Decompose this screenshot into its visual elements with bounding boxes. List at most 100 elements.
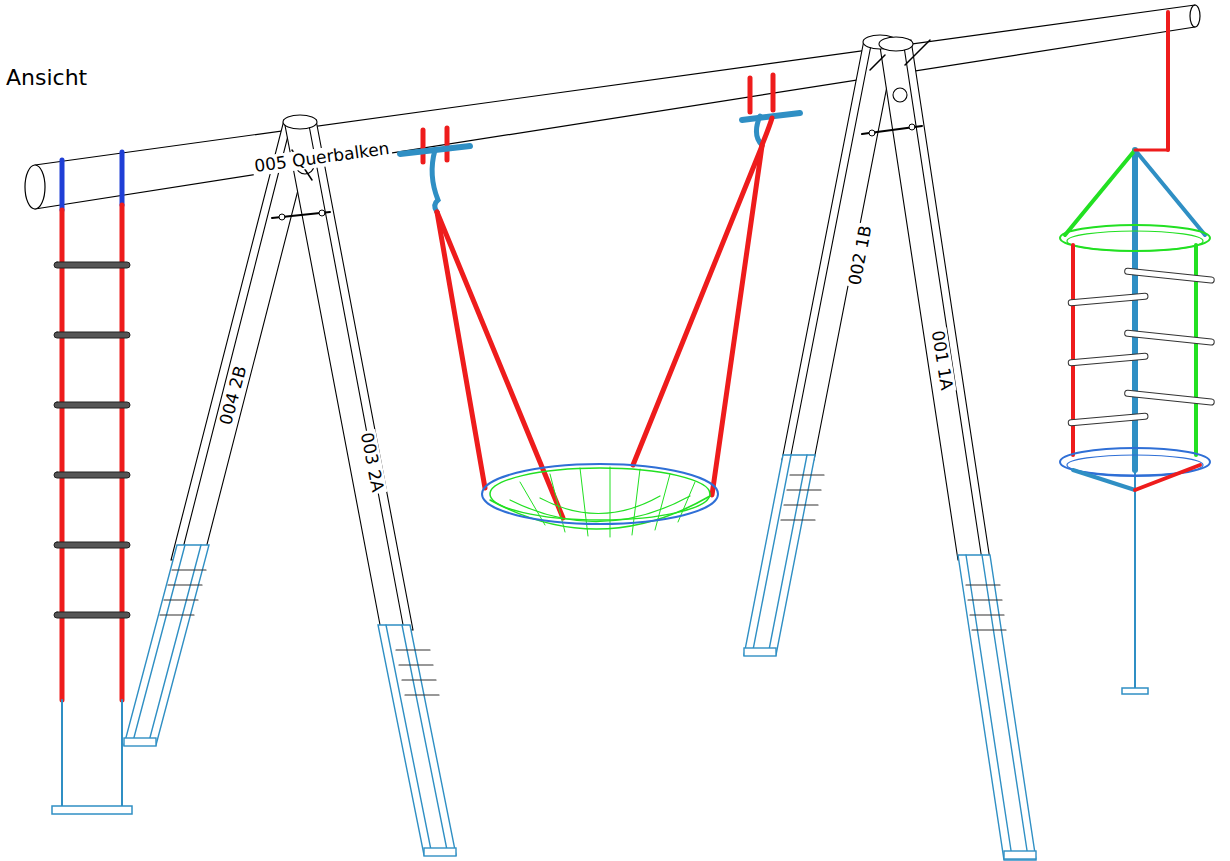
drawing-stroke bbox=[319, 210, 325, 216]
drawing-stroke bbox=[1135, 149, 1168, 152]
drawing-stroke bbox=[970, 614, 1004, 615]
drawing-stroke bbox=[870, 55, 885, 70]
drawing-stroke bbox=[405, 694, 439, 695]
drawing-stroke bbox=[972, 629, 1006, 630]
drawing-stroke bbox=[1124, 330, 1214, 345]
drawing-stroke bbox=[148, 545, 201, 745]
drawing-stroke bbox=[712, 146, 762, 495]
drawing-stroke bbox=[124, 545, 209, 745]
drawing-stroke bbox=[958, 555, 1036, 860]
drawing-stroke bbox=[787, 489, 821, 490]
drawing-stroke bbox=[869, 130, 875, 136]
drawing-stroke bbox=[1068, 293, 1148, 306]
drawing-stroke bbox=[968, 599, 1002, 600]
drawing-stroke bbox=[54, 402, 130, 408]
drawing-stroke bbox=[1190, 5, 1200, 27]
drawing-stroke bbox=[1065, 150, 1135, 235]
drawing-stroke bbox=[52, 806, 132, 814]
drawing-stroke bbox=[54, 612, 130, 618]
ground-anchors bbox=[124, 455, 1036, 860]
drawing-stroke bbox=[482, 464, 718, 524]
drawing-stroke bbox=[1166, 12, 1170, 150]
drawing-stroke bbox=[168, 584, 202, 585]
drawing-stroke bbox=[160, 614, 194, 615]
drawing-stroke bbox=[172, 569, 206, 570]
drawing-stroke bbox=[424, 848, 456, 856]
drawing-stroke bbox=[171, 120, 316, 560]
drawing-stroke bbox=[879, 37, 913, 51]
drawing-stroke bbox=[633, 146, 762, 465]
drawing-stroke bbox=[54, 262, 130, 268]
drawing-stroke bbox=[399, 664, 433, 665]
cross-beam bbox=[25, 5, 1200, 209]
drawing-stroke bbox=[580, 468, 588, 536]
drawing-stroke bbox=[308, 120, 404, 630]
drawing-stroke bbox=[60, 210, 65, 700]
drawing-stroke bbox=[120, 205, 125, 700]
drawing-stroke bbox=[1135, 150, 1205, 235]
drawing-stroke bbox=[909, 124, 915, 130]
drawing-stroke bbox=[771, 75, 776, 110]
bolts bbox=[272, 40, 930, 220]
drawing-stroke bbox=[632, 469, 640, 535]
drawing-stroke bbox=[396, 649, 430, 650]
drawing-stroke bbox=[1122, 688, 1148, 694]
drawing-stroke bbox=[1124, 268, 1214, 283]
drawing-stroke bbox=[402, 625, 448, 855]
drawing-stroke bbox=[132, 545, 185, 745]
drawing-stroke bbox=[121, 700, 123, 810]
drawing-stroke bbox=[762, 118, 772, 145]
drawing-stroke bbox=[1067, 231, 1203, 251]
rope-ladder bbox=[52, 152, 132, 814]
drawing-stroke bbox=[790, 474, 824, 475]
drawing-stroke bbox=[748, 78, 753, 112]
drawing-stroke bbox=[437, 212, 485, 488]
drawing-stroke bbox=[1068, 353, 1148, 366]
drawing-stroke bbox=[35, 5, 1195, 165]
drawing-stroke bbox=[378, 625, 456, 855]
drawing-stroke bbox=[784, 504, 818, 505]
drawing-stroke bbox=[1135, 465, 1200, 490]
drawing-stroke bbox=[966, 584, 1000, 585]
drawing-stroke bbox=[905, 40, 930, 65]
drawing-stroke bbox=[54, 542, 130, 548]
drawing-stroke bbox=[35, 27, 1195, 209]
drawing-stroke bbox=[1073, 470, 1135, 490]
swing-ropes bbox=[437, 146, 762, 518]
drawing-stroke bbox=[752, 455, 791, 655]
drawing-stroke bbox=[54, 332, 130, 338]
nest-swing-hangers bbox=[400, 75, 800, 212]
drawing-stroke bbox=[744, 455, 815, 655]
drawing-stroke bbox=[180, 120, 292, 560]
tower-rods bbox=[1068, 268, 1215, 426]
drawing-stroke bbox=[1068, 413, 1148, 426]
drawing-stroke bbox=[25, 165, 45, 209]
drawing-stroke bbox=[879, 40, 990, 560]
drawing-stroke bbox=[1124, 390, 1214, 405]
drawing-stroke bbox=[124, 738, 156, 746]
drawing-stroke bbox=[768, 455, 807, 655]
drawing-stroke bbox=[283, 115, 317, 129]
drawing-stroke bbox=[781, 519, 815, 520]
drawing-stroke bbox=[893, 88, 907, 102]
drawing-stroke bbox=[61, 700, 63, 810]
drawing-stroke bbox=[402, 679, 436, 680]
drawing-stroke bbox=[1004, 851, 1036, 859]
drawing-stroke bbox=[655, 474, 670, 530]
drawing-stroke bbox=[120, 152, 125, 205]
drawing-stroke bbox=[490, 468, 710, 520]
nest-seat bbox=[482, 464, 718, 537]
anchor-plates bbox=[160, 475, 1006, 695]
drawing-stroke bbox=[60, 160, 65, 210]
drawing-stroke bbox=[284, 120, 413, 630]
drawing-stroke bbox=[421, 130, 426, 162]
drawing-stroke bbox=[903, 40, 982, 560]
ladder-rungs bbox=[54, 262, 130, 618]
drawing-stroke bbox=[164, 599, 198, 600]
drawing-stroke bbox=[54, 472, 130, 478]
drawing-stroke bbox=[744, 648, 776, 656]
legs-wood bbox=[171, 35, 990, 630]
drawing-stroke bbox=[782, 40, 896, 460]
drawing-stroke bbox=[432, 150, 438, 212]
